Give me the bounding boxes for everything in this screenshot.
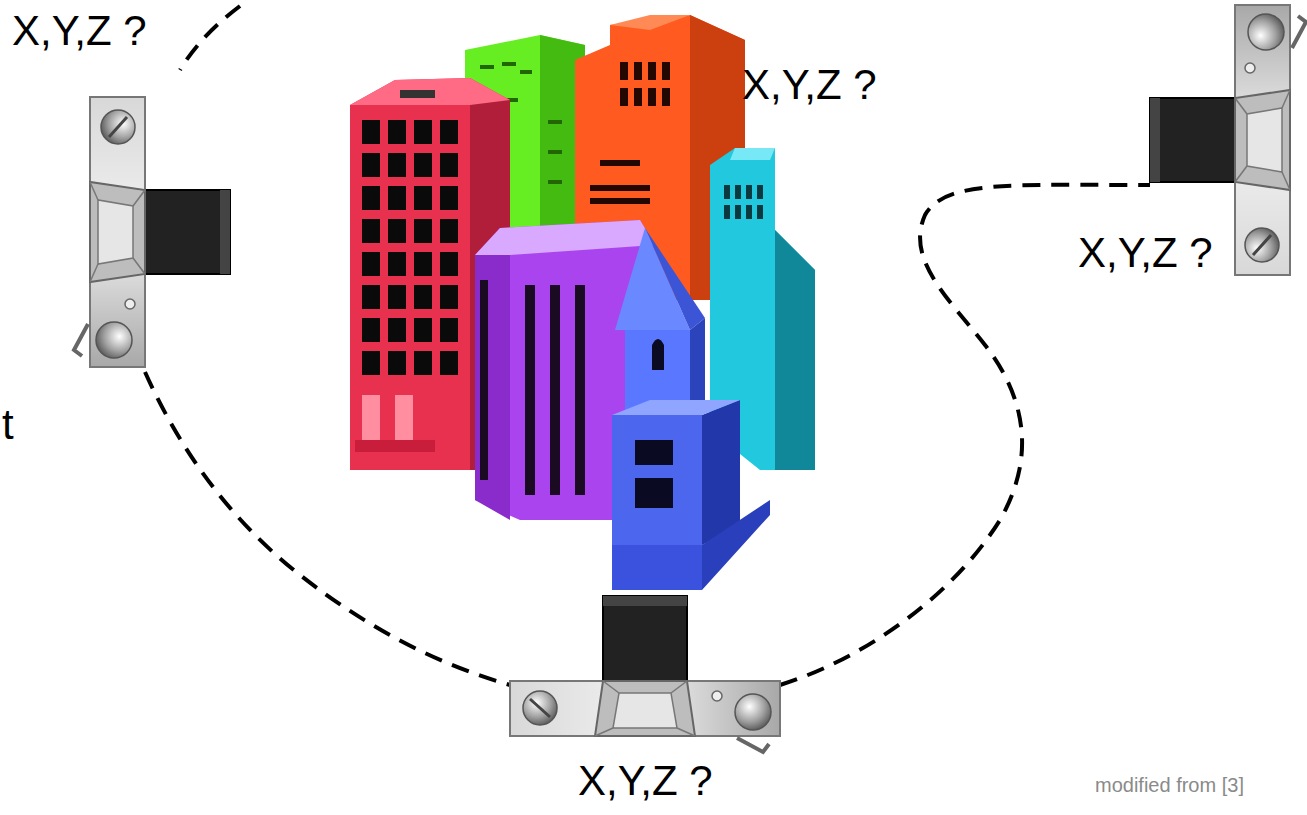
cut-off-text: t [2, 402, 14, 448]
coordinate-query: X,Y,Z ? [578, 758, 713, 804]
camera-left [74, 97, 230, 367]
camera-path [145, 6, 1150, 685]
coordinate-query: X,Y,Z ? [12, 8, 147, 54]
camera-bottom [510, 596, 780, 752]
coordinate-query: X,Y,Z ? [742, 62, 877, 108]
coordinate-query: X,Y,Z ? [1078, 230, 1213, 276]
source-credit: modified from [3] [1095, 774, 1244, 796]
